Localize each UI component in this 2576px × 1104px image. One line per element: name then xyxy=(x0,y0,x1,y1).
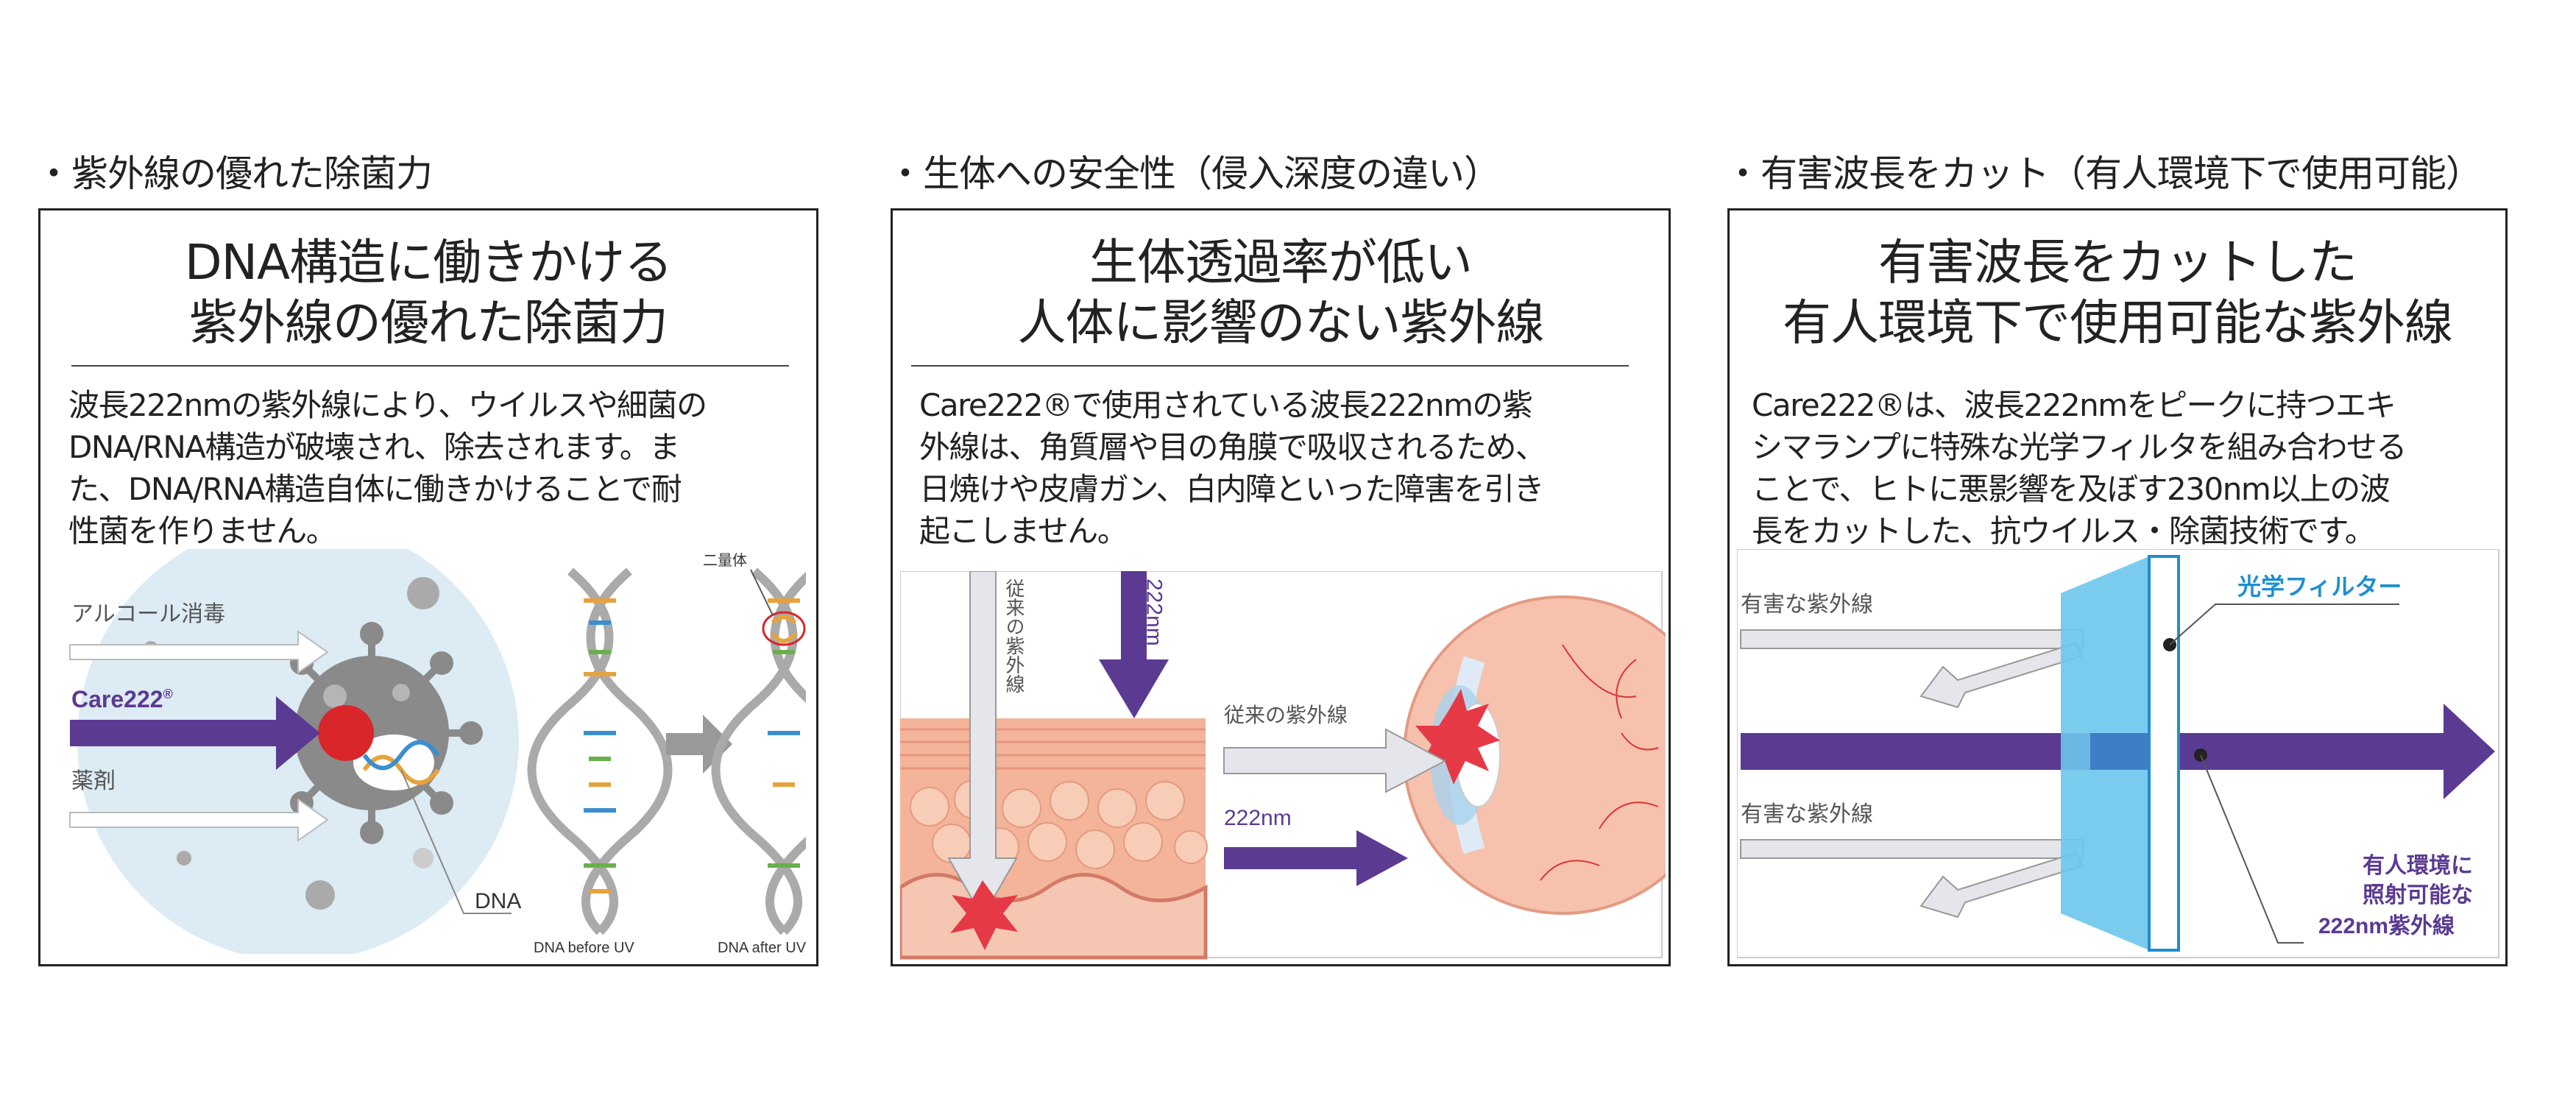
panel-3-description: Care222®は、波長222nmをピークに持つエキ シマランプに特殊な光学フィ… xyxy=(1752,384,2407,552)
label-safe-3: 222nm紫外線 xyxy=(2318,913,2455,938)
panel-1-title-line-2: 紫外線の優れた除菌力 xyxy=(189,294,668,351)
label-dna-after: DNA after UV xyxy=(718,940,806,954)
panel-1-desc-line-1: 波長222nmの紫外線により、ウイルスや細菌の xyxy=(68,387,707,423)
panel-1-heading: ・紫外線の優れた除菌力 xyxy=(35,152,433,195)
panel-1-title-line-1: DNA構造に働きかける xyxy=(184,234,673,291)
panel-3-box: 有害波長をカットした 有人環境下で使用可能な紫外線 Care222®は、波長22… xyxy=(1727,208,2508,966)
panel-1-description: 波長222nmの紫外線により、ウイルスや細菌の DNA/RNA構造が破壊され、除… xyxy=(68,384,707,552)
skin-cross-section xyxy=(900,718,1208,960)
panel-3-title-line-2: 有人環境下で使用可能な紫外線 xyxy=(1783,294,2453,351)
filter-figure: 有害な紫外線 有害な紫外線 光学フィルター 有人環境に 照射可能な 222nm紫… xyxy=(1737,549,2502,961)
filter-pointer-line xyxy=(2169,604,2399,645)
panel-2-desc-line-3: 日焼けや皮膚ガン、白内障といった障害を引き xyxy=(919,471,1544,507)
label-alcohol: アルコール消毒 xyxy=(71,602,225,626)
panel-3-desc-line-3: ことで、ヒトに悪影響を及ぼす230nm以上の波 xyxy=(1752,471,2391,507)
label-dna-before: DNA before UV xyxy=(534,940,634,954)
panel-2-desc-line-4: 起こしません。 xyxy=(919,513,1128,549)
drug-arrow xyxy=(69,798,329,842)
panel-2-heading: ・生体への安全性（侵入深度の違い） xyxy=(887,152,1501,195)
dna-pointer-line xyxy=(400,769,512,914)
panel-1-desc-line-2: DNA/RNA構造が破壊され、除去されます。ま xyxy=(68,429,680,465)
virus-icon xyxy=(261,622,483,844)
panel-2-box: 生体透過率が低い 人体に影響のない紫外線 Care222®で使用されている波長2… xyxy=(891,208,1671,966)
label-222-horizontal: 222nm xyxy=(1224,806,1292,830)
panel-2-description: Care222®で使用されている波長222nmの紫 外線は、角質層や目の角膜で吸… xyxy=(919,384,1546,552)
panel-1-divider xyxy=(71,365,789,367)
label-drug: 薬剤 xyxy=(71,769,116,793)
alcohol-arrow xyxy=(69,630,329,674)
panel-1-box: DNA構造に働きかける 紫外線の優れた除菌力 波長222nmの紫外線により、ウイ… xyxy=(38,208,818,966)
optical-filter xyxy=(2061,555,2180,952)
panel-3-heading: ・有害波長をカット（有人環境下で使用可能） xyxy=(1724,152,2483,195)
label-safe-1: 有人環境に xyxy=(2363,853,2473,878)
label-harmful-top: 有害な紫外線 xyxy=(1741,592,1873,617)
panel-3-desc-line-4: 長をカットした、抗ウイルス・除菌技術です。 xyxy=(1752,513,2376,549)
eye-icon xyxy=(1403,595,1666,915)
panel-2-title: 生体透過率が低い 人体に影響のない紫外線 xyxy=(893,233,1669,353)
panel-1-desc-line-4: 性菌を作りません。 xyxy=(68,513,337,549)
panel-3-desc-line-1: Care222®は、波長222nmをピークに持つエキ xyxy=(1752,387,2396,423)
panel-2-desc-line-2: 外線は、角質層や目の角膜で吸収されるため、 xyxy=(919,429,1546,465)
label-care222: Care222® xyxy=(71,686,173,712)
label-222-vertical: 222nm xyxy=(1142,578,1167,646)
label-conventional-horizontal: 従来の紫外線 xyxy=(1224,704,1348,726)
panel-3-title-line-1: 有害波長をカットした xyxy=(1878,234,2357,291)
panel-2-divider xyxy=(911,365,1629,367)
dimer-pointer-line xyxy=(750,569,774,616)
label-filter: 光学フィルター xyxy=(2237,573,2402,600)
penetration-figure: 従来の紫外線 222nm 従来の紫外線 222nm xyxy=(900,571,1666,961)
uv222-vertical-arrow xyxy=(1099,571,1169,718)
conventional-uv-vertical-arrow xyxy=(947,571,1018,919)
label-safe-2: 照射可能な xyxy=(2363,883,2473,907)
burst-skin xyxy=(950,880,1018,950)
dna-before-icon xyxy=(527,567,673,935)
panel-3-title: 有害波長をカットした 有人環境下で使用可能な紫外線 xyxy=(1730,233,2505,353)
label-conventional-vertical: 従来の紫外線 xyxy=(1003,578,1025,693)
panel-1-desc-line-3: た、DNA/RNA構造自体に働きかけることで耐 xyxy=(68,471,682,507)
safe-pointer-line xyxy=(2200,754,2304,944)
dna-uv-figure: アルコール消毒 Care222® 薬剤 DNA xyxy=(55,549,806,954)
label-harmful-bottom: 有害な紫外線 xyxy=(1741,802,1873,827)
harmful-uv-top-arrow xyxy=(1740,629,2084,709)
label-dimer: 二量体 xyxy=(703,552,747,569)
panel-2-desc-line-1: Care222®で使用されている波長222nmの紫 xyxy=(919,387,1533,423)
care222-arrow xyxy=(70,696,320,770)
panel-2-title-line-1: 生体透過率が低い xyxy=(1089,234,1473,291)
panel-1-title: DNA構造に働きかける 紫外線の優れた除菌力 xyxy=(40,233,816,353)
uv222-horizontal-arrow xyxy=(1224,830,1408,886)
panel-3-desc-line-2: シマランプに特殊な光学フィルタを組み合わせる xyxy=(1752,429,2407,465)
dna-after-icon xyxy=(711,567,806,935)
panel-2-title-line-2: 人体に影響のない紫外線 xyxy=(1017,294,1545,351)
conventional-uv-horizontal-arrow xyxy=(1223,728,1447,793)
label-dna: DNA xyxy=(475,889,521,913)
